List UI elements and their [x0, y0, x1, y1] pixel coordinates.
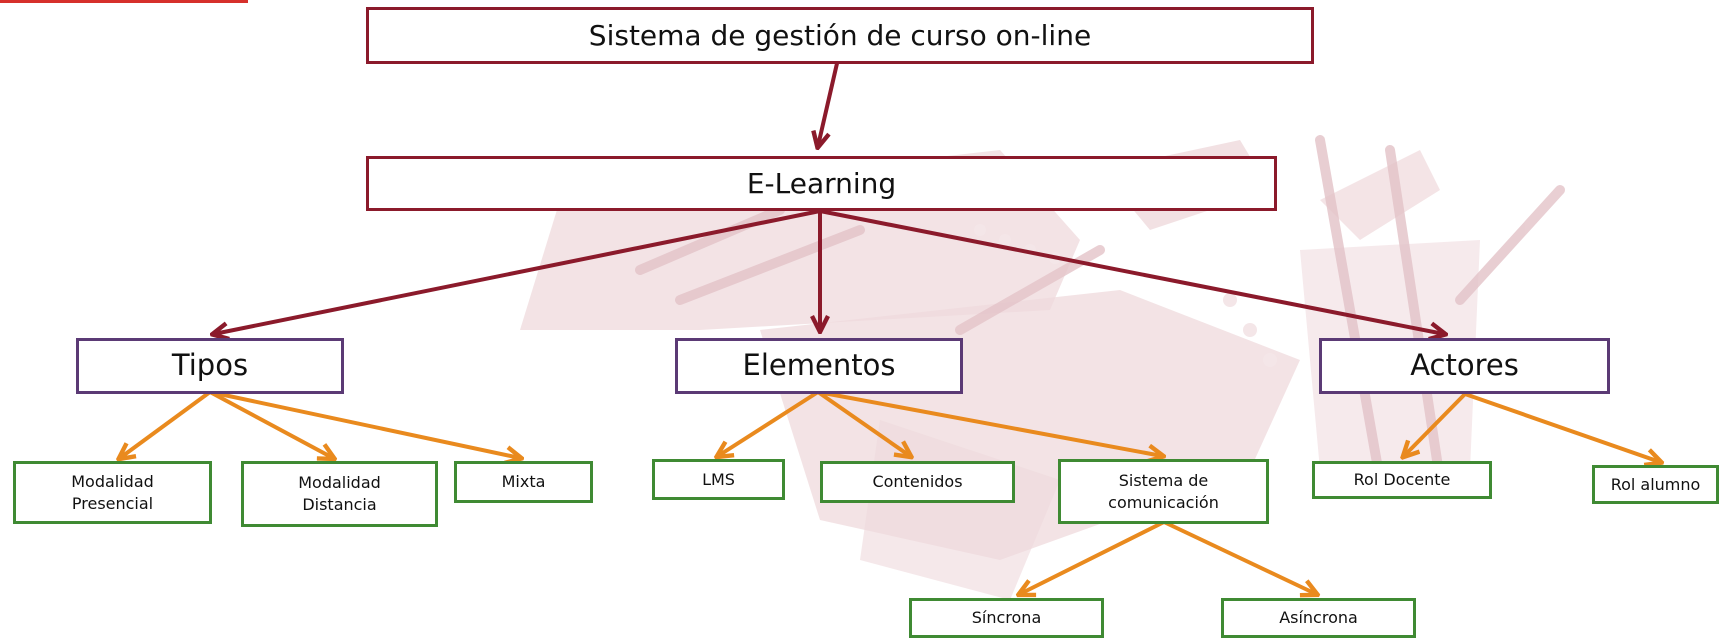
- node-sincrona: Síncrona: [909, 598, 1104, 638]
- top-left-accent-bar: [0, 0, 248, 3]
- node-modalidad-presencial: Modalidad Presencial: [13, 461, 212, 524]
- connector-tipos-distancia: [209, 390, 333, 458]
- connector-comunicacion-sincrona: [1020, 520, 1165, 594]
- node-asincrona: Asíncrona: [1221, 598, 1416, 638]
- node-contenidos: Contenidos: [820, 461, 1015, 503]
- connector-elearning-actores: [819, 209, 1444, 334]
- node-elementos: Elementos: [675, 338, 963, 394]
- node-e-learning: E-Learning: [366, 156, 1277, 211]
- connector-elementos-lms: [718, 390, 820, 456]
- node-actores: Actores: [1319, 338, 1610, 394]
- connector-comunicacion-asincrona: [1163, 520, 1316, 594]
- connector-actores-alumno: [1464, 392, 1660, 462]
- node-sistema-comunicacion: Sistema de comunicación: [1058, 459, 1269, 524]
- connector-tipos-presencial: [120, 390, 212, 458]
- node-root: Sistema de gestión de curso on-line: [366, 7, 1314, 64]
- connector-elementos-comunicacion: [817, 390, 1162, 456]
- connector-elearning-tipos: [214, 209, 821, 334]
- node-mixta: Mixta: [454, 461, 593, 503]
- node-rol-alumno: Rol alumno: [1592, 465, 1719, 504]
- node-modalidad-distancia: Modalidad Distancia: [241, 461, 438, 527]
- connector-actores-docente: [1404, 392, 1467, 456]
- node-rol-docente: Rol Docente: [1312, 461, 1492, 499]
- connector-elementos-contenidos: [816, 390, 910, 456]
- connector-root-elearning: [818, 58, 840, 146]
- connector-tipos-mixta: [209, 390, 520, 458]
- node-tipos: Tipos: [76, 338, 344, 394]
- node-lms: LMS: [652, 459, 785, 500]
